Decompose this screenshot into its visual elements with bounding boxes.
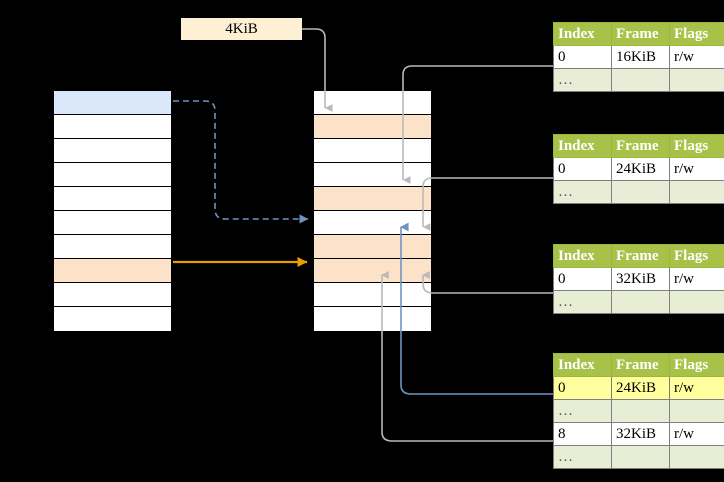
page-table-2-cell-1-0: …: [553, 180, 612, 204]
physical-memory-row-7: [314, 259, 431, 283]
page-table-4-cell-2-1: 32KiB: [611, 422, 670, 446]
size-label-4kib: 4KiB: [181, 18, 302, 40]
page-table-3-cell-0-1: 32KiB: [611, 267, 670, 291]
page-directory-row-3: [54, 163, 171, 187]
page-table-4-cell-2-2: r/w: [669, 422, 724, 446]
page-table-1-cell-1-0: …: [553, 68, 612, 92]
page-table-4-cell-2-0: 8: [553, 422, 612, 446]
page-table-1-header-index: Index: [553, 22, 612, 46]
page-table-3-row: …: [553, 290, 724, 314]
page-table-2-cell-0-1: 24KiB: [611, 157, 670, 181]
page-table-4-cell-0-1: 24KiB: [611, 376, 670, 400]
wire-directory-blue-to-memory: [173, 100, 309, 224]
page-table-1-row: …: [553, 68, 724, 92]
page-table-3-cell-1-1: [611, 290, 670, 314]
page-directory-row-5: [54, 211, 171, 235]
page-directory-row-1: [54, 115, 171, 139]
physical-memory-row-0: [314, 91, 431, 115]
page-table-3-header-index: Index: [553, 244, 612, 268]
page-table-1-cell-1-1: [611, 68, 670, 92]
page-table-4-header-flags: Flags: [669, 353, 724, 377]
page-table-3-header-frame: Frame: [611, 244, 670, 268]
page-table-4-cell-1-1: [611, 399, 670, 423]
page-directory-row-6: [54, 235, 171, 259]
page-directory-row-9: [54, 307, 171, 331]
page-table-1-cell-0-0: 0: [553, 45, 612, 69]
page-table-4-header-frame: Frame: [611, 353, 670, 377]
page-table-3-cell-0-2: r/w: [669, 267, 724, 291]
page-table-3-cell-1-2: [669, 290, 724, 314]
page-table-1-header-frame: Frame: [611, 22, 670, 46]
physical-memory-row-4: [314, 187, 431, 211]
page-table-2-cell-1-1: [611, 180, 670, 204]
page-table-4-cell-3-2: [669, 445, 724, 469]
page-table-4-cell-3-0: …: [553, 445, 612, 469]
page-table-4-header-index: Index: [553, 353, 612, 377]
page-table-2-cell-1-2: [669, 180, 724, 204]
page-table-4-row: …: [553, 399, 724, 423]
page-table-3-header-flags: Flags: [669, 244, 724, 268]
physical-memory-row-3: [314, 163, 431, 187]
page-table-3-cell-1-0: …: [553, 290, 612, 314]
page-table-3-cell-0-0: 0: [553, 267, 612, 291]
page-table-4-cell-1-0: …: [553, 399, 612, 423]
page-directory-row-4: [54, 187, 171, 211]
page-table-2-header-index: Index: [553, 134, 612, 158]
page-table-1-cell-0-2: r/w: [669, 45, 724, 69]
page-table-2-cell-0-0: 0: [553, 157, 612, 181]
page-table-4-cell-0-2: r/w: [669, 376, 724, 400]
page-table-1-cell-1-2: [669, 68, 724, 92]
page-directory-row-2: [54, 139, 171, 163]
page-table-4-cell-0-0: 0: [553, 376, 612, 400]
physical-memory-row-1: [314, 115, 431, 139]
wire-pt2-to-memory: [422, 177, 553, 231]
page-directory-row-8: [54, 283, 171, 307]
page-table-4-cell-1-2: [669, 399, 724, 423]
physical-memory-table: [312, 89, 433, 331]
page-directory-table: [52, 89, 173, 331]
page-table-2-row: …: [553, 180, 724, 204]
physical-memory-row-9: [314, 307, 431, 331]
page-table-4-row: …: [553, 445, 724, 469]
page-table-4-cell-3-1: [611, 445, 670, 469]
physical-memory-row-6: [314, 235, 431, 259]
page-table-1-header-flags: Flags: [669, 22, 724, 46]
page-directory-row-7: [54, 259, 171, 283]
physical-memory-row-2: [314, 139, 431, 163]
page-table-1-cell-0-1: 16KiB: [611, 45, 670, 69]
page-directory-row-0: [54, 91, 171, 115]
physical-memory-row-8: [314, 283, 431, 307]
page-table-2-cell-0-2: r/w: [669, 157, 724, 181]
page-table-2-header-frame: Frame: [611, 134, 670, 158]
page-table-2-header-flags: Flags: [669, 134, 724, 158]
physical-memory-row-5: [314, 211, 431, 235]
